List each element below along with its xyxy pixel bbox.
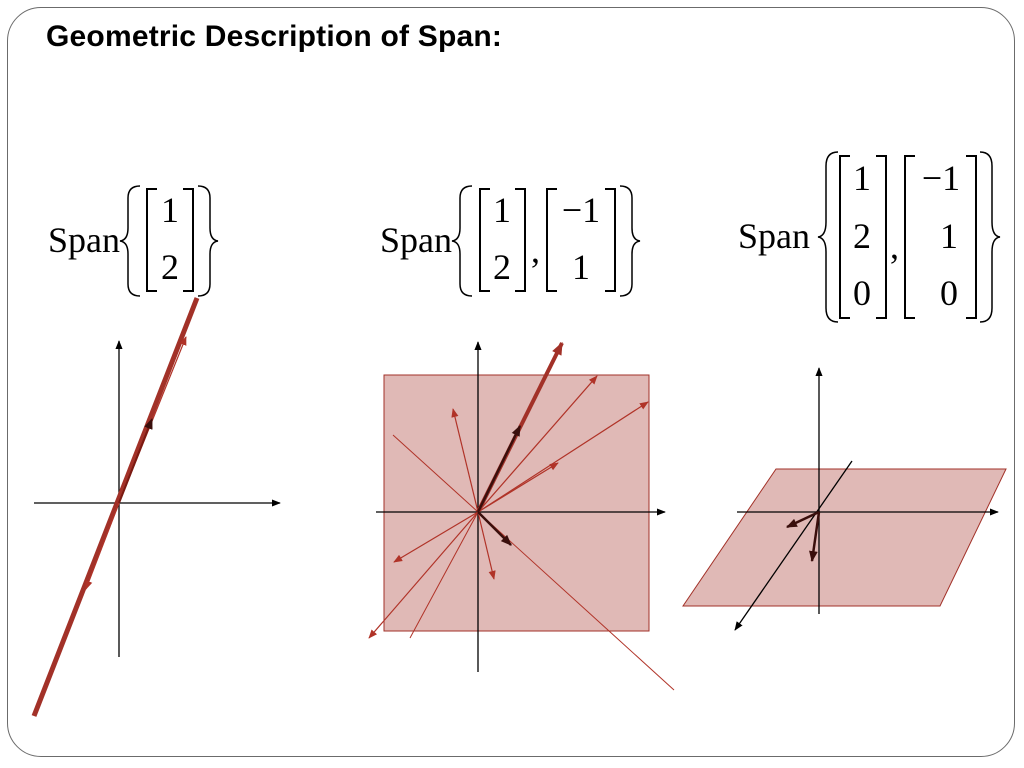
right-bracket: [966, 155, 977, 319]
left-bracket: [146, 188, 157, 292]
vector-arrow: [451, 408, 479, 513]
right-bracket: [605, 188, 616, 292]
figure-3d-plane-span: [682, 367, 1007, 631]
span-plane: [682, 468, 1007, 607]
vector-arrow: [368, 511, 479, 639]
span-expression-2: Span 1 2 , −1 1: [380, 185, 641, 297]
vector-arrow: [477, 401, 649, 513]
span-label: Span: [738, 216, 810, 256]
left-bracket: [546, 188, 557, 292]
span-line: [392, 434, 479, 513]
vector-entry: 1: [493, 190, 511, 230]
right-bracket: [515, 188, 526, 292]
span-line: [409, 511, 479, 639]
vector-entry: 1: [161, 190, 179, 230]
span-expression-1: Span 1 2: [48, 185, 219, 297]
left-brace: [451, 185, 473, 297]
vector-arrow: [476, 425, 522, 513]
vector-entry: 0: [853, 273, 871, 313]
vector-entry: 2: [853, 216, 871, 256]
vector-arrow: [85, 502, 120, 590]
vector-entry: 1: [572, 247, 590, 287]
vector-arrow: [809, 511, 821, 563]
vector-arrow: [477, 511, 496, 580]
left-bracket: [479, 188, 490, 292]
slide-frame: [7, 7, 1015, 757]
vector-entry: 1: [853, 158, 871, 198]
left-bracket: [839, 155, 850, 319]
right-brace: [979, 151, 1001, 323]
span-expression-3: Span 1 2 0 , −1 1 0: [738, 151, 1001, 323]
right-brace: [619, 185, 641, 297]
span-line: [31, 297, 200, 717]
vector-arrow: [477, 462, 559, 513]
slide-title: Geometric Description of Span:: [46, 20, 503, 53]
vector-arrow: [477, 511, 512, 546]
comma: ,: [890, 226, 899, 266]
right-brace: [197, 185, 219, 297]
left-bracket: [904, 155, 915, 319]
vector-entry: 1: [940, 216, 958, 256]
span-label: Span: [48, 220, 120, 260]
figure-line-span: [31, 297, 281, 717]
right-bracket: [876, 155, 887, 319]
right-bracket: [183, 188, 194, 292]
figure-plane-span: [368, 341, 675, 691]
span-label: Span: [380, 220, 452, 260]
left-brace: [817, 151, 839, 323]
vector-entry: 2: [493, 247, 511, 287]
vector-arrow: [477, 375, 598, 513]
left-brace: [119, 185, 141, 297]
vector-entry: −1: [562, 190, 600, 230]
comma: ,: [531, 230, 540, 270]
vector-arrow: [786, 510, 820, 529]
vector-entry: 2: [161, 247, 179, 287]
vector-entry: 0: [940, 273, 958, 313]
span-plane: [383, 374, 650, 632]
vector-arrow: [393, 511, 479, 563]
vector-entry: −1: [922, 158, 960, 198]
z-axis: [734, 460, 853, 631]
vector-arrow: [118, 417, 153, 504]
